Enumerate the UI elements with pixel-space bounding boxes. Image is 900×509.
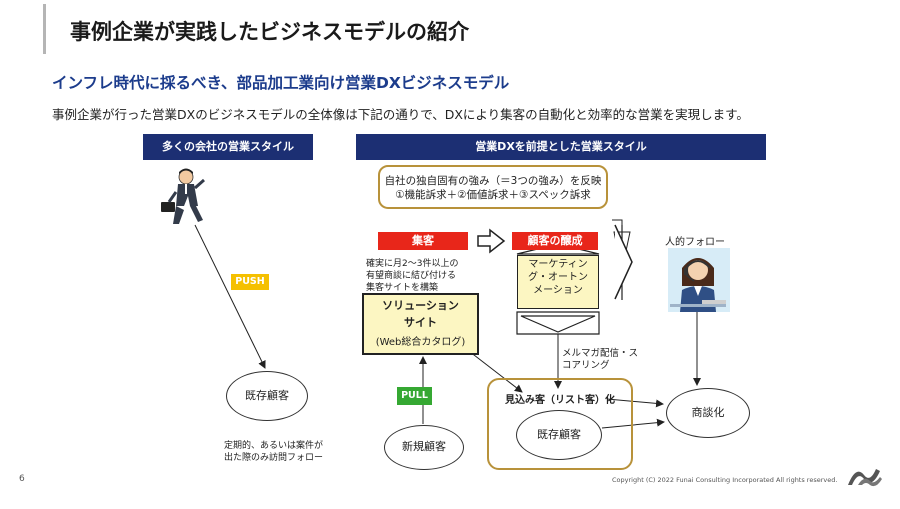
page-subtitle: インフレ時代に採るべき、部品加工業向け営業DXビジネスモデル bbox=[52, 74, 510, 92]
prospect-label: 見込み客（リスト客）化 bbox=[505, 395, 615, 406]
lead-generation-label: 集客 bbox=[378, 232, 468, 250]
copyright-notice: Copyright (C) 2022 Funai Consulting Inco… bbox=[612, 476, 838, 484]
operator-headset-icon bbox=[668, 248, 730, 312]
left-section-header: 多くの会社の営業スタイル bbox=[143, 134, 313, 160]
strength-line2: ①機能訴求＋②価値訴求＋③スペック訴求 bbox=[395, 189, 591, 201]
title-accent-bar bbox=[43, 4, 46, 54]
human-follow-label: 人的フォロー bbox=[665, 237, 725, 248]
pull-badge: PULL bbox=[397, 387, 432, 405]
lead-note-line2: 有望商談に結び付ける bbox=[366, 271, 457, 281]
visit-follow-note-line1: 定期的、あるいは案件が bbox=[224, 441, 324, 451]
ma-line1: マーケティン bbox=[528, 259, 588, 270]
right-section-header: 営業DXを前提とした営業スタイル bbox=[356, 134, 766, 160]
prospect-to-deal-arrow bbox=[606, 398, 664, 408]
marketing-automation-box: マーケティン グ・オートン メーション bbox=[517, 255, 599, 309]
page-description: 事例企業が行った営業DXのビジネスモデルの全体像は下記の通りで、DXにより集客の… bbox=[52, 107, 749, 122]
push-badge: PUSH bbox=[231, 274, 269, 290]
existing-customer-left: 既存顧客 bbox=[226, 371, 308, 421]
lead-note-line1: 確実に月2～3件以上の bbox=[366, 259, 459, 269]
existing-customer-right: 既存顧客 bbox=[516, 410, 602, 460]
mailmag-line2: コアリング bbox=[562, 360, 610, 371]
strength-line1: 自社の独自固有の強み（＝3つの強み）を反映 bbox=[384, 175, 602, 187]
lead-note-line3: 集客サイトを構築 bbox=[366, 283, 439, 293]
customer-nurturing-label: 顧客の醸成 bbox=[512, 232, 598, 250]
ma-line2: グ・オートン bbox=[528, 272, 588, 283]
solution-site-line1: ソリューション bbox=[382, 299, 459, 312]
new-customer-ellipse: 新規顧客 bbox=[384, 425, 464, 470]
ma-line3: メーション bbox=[533, 285, 583, 296]
hollow-block-arrow bbox=[477, 228, 506, 254]
company-logo-icon bbox=[848, 469, 882, 487]
visit-follow-note-line2: 出た際のみ訪問フォロー bbox=[224, 453, 324, 463]
mailmag-line1: メルマガ配信・ス bbox=[562, 348, 639, 359]
strength-box: 自社の独自固有の強み（＝3つの強み）を反映 ①機能訴求＋②価値訴求＋③スペック訴… bbox=[378, 165, 608, 209]
solution-site-box: ソリューション サイト (Web総合カタログ) bbox=[362, 293, 479, 355]
push-arrow bbox=[194, 224, 266, 369]
existing-to-deal-arrow bbox=[601, 418, 665, 429]
solution-site-line2: サイト bbox=[404, 316, 437, 329]
bracket-arrow bbox=[612, 219, 631, 271]
funnel-bottom bbox=[516, 311, 600, 335]
deal-ellipse: 商談化 bbox=[666, 388, 750, 438]
page-number: 6 bbox=[19, 474, 25, 484]
businessman-icon bbox=[161, 168, 205, 224]
page-title: 事例企業が実践したビジネスモデルの紹介 bbox=[70, 20, 469, 44]
prospect-group-box bbox=[487, 378, 633, 470]
solution-site-line3: (Web総合カタログ) bbox=[375, 337, 466, 348]
